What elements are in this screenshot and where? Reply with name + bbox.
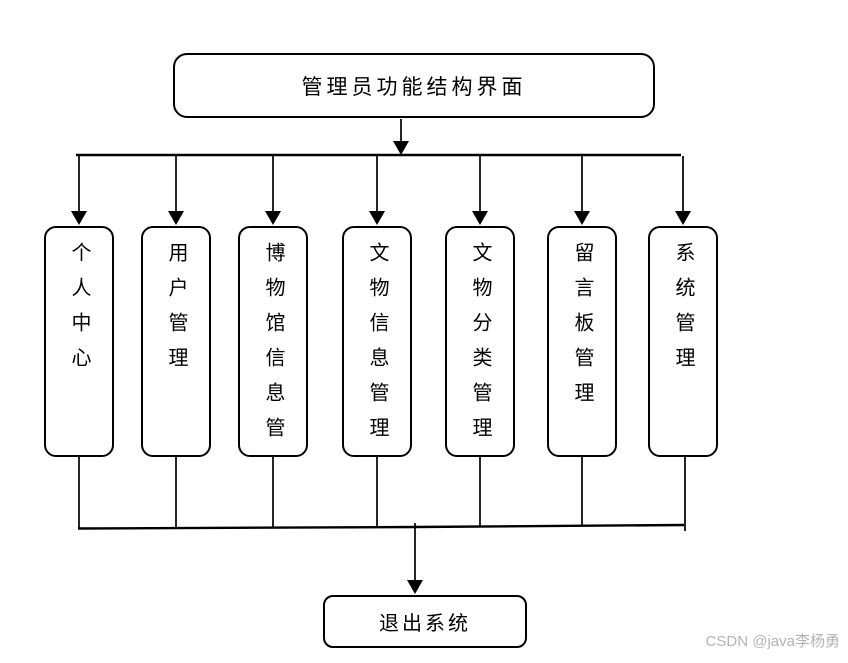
node-message-board-management: 留言板管理 <box>547 226 617 457</box>
node-personal-center: 个人中心 <box>44 226 114 457</box>
node-label: 用户管理 <box>165 242 187 382</box>
box-to-collector-lines <box>78 456 686 531</box>
root-to-branch-arrow <box>393 119 409 155</box>
node-relic-category-management: 文物分类管理 <box>445 226 515 457</box>
node-label: 文物信息管理 <box>366 242 388 452</box>
node-label: 留言板管理 <box>571 242 593 417</box>
branch-drop-arrows <box>71 156 691 225</box>
node-system-management: 系统管理 <box>648 226 718 457</box>
node-label: 文物分类管理 <box>469 242 491 452</box>
node-exit-label: 退出系统 <box>379 613 471 635</box>
node-relic-info-management: 文物信息管理 <box>342 226 412 457</box>
node-root: 管理员功能结构界面 <box>173 53 655 118</box>
node-label: 系统管理 <box>672 242 694 382</box>
node-exit-system: 退出系统 <box>323 595 527 648</box>
collector-to-exit-arrow <box>407 523 423 594</box>
csdn-watermark: CSDN @java李杨勇 <box>705 633 840 650</box>
node-user-management: 用户管理 <box>141 226 211 457</box>
node-root-label: 管理员功能结构界面 <box>301 74 527 99</box>
node-label: 博物馆信息管 <box>262 242 284 452</box>
node-museum-info-management: 博物馆信息管 <box>238 226 308 457</box>
node-label: 个人中心 <box>68 242 90 382</box>
collector-line <box>77 523 685 530</box>
